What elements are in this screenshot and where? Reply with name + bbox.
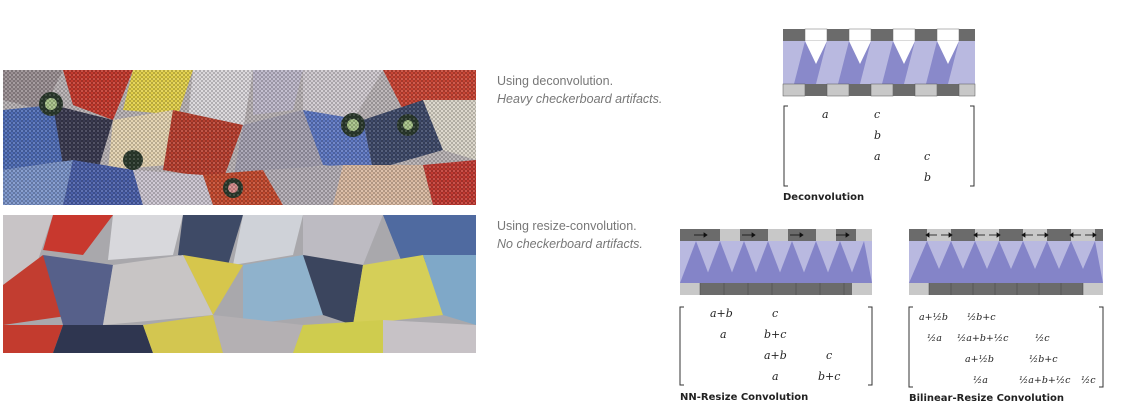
bilinear-matrix-cell: ½c [1081,375,1096,386]
nn-resize-diagram: a+b c a b+c a+b c a b+c [679,229,873,386]
resize-caption-title: Using resize-convolution. [497,219,637,233]
nn-matrix-cell: c [826,349,832,362]
nn-matrix-cell: a [772,370,779,383]
bilinear-matrix-cell: ½a+b+½c [957,333,1009,344]
deconv-matrix-cell: c [924,150,930,163]
deconvolution-label: Deconvolution [783,192,865,203]
bilinear-matrix-cell: ½b+c [967,312,996,323]
bilinear-output-row [909,283,1103,295]
nn-matrix-cell: a [720,328,727,341]
bilinear-matrix-cell: ½c [1035,333,1050,344]
deconvolution-caption-subtitle: Heavy checkerboard artifacts. [497,92,663,106]
bilinear-matrix: a+½b ½b+c ½a ½a+b+½c ½c a+½b ½b+c ½a ½a+… [919,312,1096,386]
nn-matrix-cell: c [772,307,778,320]
nn-matrix-cell: b+c [818,370,840,383]
bilinear-resize-diagram: a+½b ½b+c ½a ½a+b+½c ½c a+½b ½b+c ½a ½a+… [908,229,1104,388]
bilinear-matrix-cell: a+½b [919,312,948,323]
deconv-output-row [782,83,976,97]
bilinear-matrix-cell: ½a+b+½c [1019,375,1071,386]
deconv-matrix-cell: a [874,150,881,163]
nn-matrix-cell: b+c [764,328,786,341]
bilinear-input-row [909,229,1103,241]
deconv-matrix-cell: a [822,108,829,121]
resize-caption: Using resize-convolution. No checkerboar… [497,217,643,253]
deconv-matrix-cell: b [924,171,931,184]
deconvolution-diagram: a c b a c b [782,28,976,187]
bilinear-matrix-cell: ½a [927,333,942,344]
nn-matrix: a+b c a b+c a+b c a b+c [710,307,840,383]
nn-output-row [680,283,872,295]
nn-resize-label: NN-Resize Convolution [680,392,809,403]
nn-matrix-cell: a+b [710,307,733,320]
deconv-matrix-cell: b [874,129,881,142]
deconvolution-caption: Using deconvolution. Heavy checkerboard … [497,72,662,108]
bilinear-resize-label: Bilinear-Resize Convolution [909,393,1065,404]
bilinear-matrix-cell: ½a [973,375,988,386]
deconv-matrix-cell: c [874,108,880,121]
bilinear-matrix-cell: ½b+c [1029,354,1058,365]
nn-matrix-cell: a+b [764,349,787,362]
resize-convolution-output-image [3,215,476,353]
deconv-input-row [783,28,975,42]
deconv-matrix: a c b a c b [822,108,931,184]
nn-input-row [680,229,872,241]
deconvolution-output-image [3,70,476,205]
deconvolution-caption-title: Using deconvolution. [497,74,614,88]
bilinear-matrix-cell: a+½b [965,354,994,365]
resize-caption-subtitle: No checkerboard artifacts. [497,237,643,251]
